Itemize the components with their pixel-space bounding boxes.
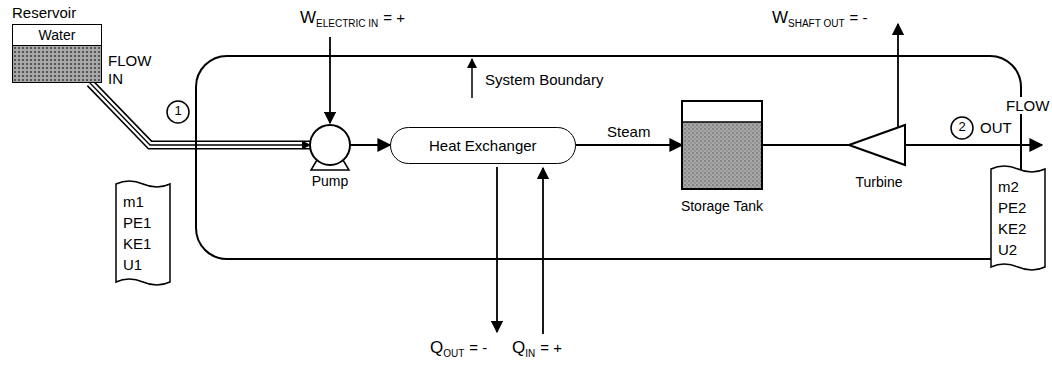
pipe-inner [90, 83, 310, 145]
pump-circle [310, 125, 350, 165]
flow-connector [762, 145, 849, 146]
boundary-node: System BoundaryPump Heat ExchangerStorage… [195, 55, 1022, 260]
scroll-node: m1 PE1 KE1 U1 [115, 178, 171, 288]
tank-node: Storage Tank [672, 100, 772, 214]
annotation-label: = - [469, 339, 487, 356]
connector-line [762, 144, 849, 146]
turbine-symbol [848, 120, 910, 170]
pipe-outer [90, 83, 310, 145]
tank-label: Storage Tank [672, 198, 772, 214]
annotation-label: = + [540, 339, 562, 356]
connector-line [350, 144, 390, 146]
reservoir-tank: Water [12, 24, 102, 83]
liquid-surface [682, 121, 762, 123]
label-group: OUT [980, 119, 1012, 137]
water-fill [13, 46, 101, 82]
annotation-label: Q [512, 338, 525, 358]
pump-label: Pump [305, 173, 355, 189]
annotation-label: = - [850, 9, 868, 26]
label-group: WSHAFT OUT = - [772, 8, 867, 29]
label-group: FLOW [1004, 97, 1051, 115]
heat-in-arrow [542, 168, 544, 334]
label-group: WELECTRIC IN = + [300, 8, 405, 29]
annotation-label: ELECTRIC IN [316, 18, 378, 29]
connector-line [576, 144, 682, 146]
flow-connector [350, 145, 390, 146]
label-group: QIN = + [512, 338, 562, 359]
annotation-label: SHAFT OUT [788, 18, 844, 29]
boundary-label: System Boundary [485, 71, 603, 88]
turbine-outline [849, 125, 905, 165]
scroll-shape [991, 166, 1045, 270]
tank-symbol [672, 100, 772, 192]
annotation-label: = + [383, 9, 405, 26]
connector-label: Steam [605, 123, 652, 140]
heat-out-arrow [496, 167, 498, 332]
mass-energy-list: m2 PE2 KE2 U2 [998, 176, 1040, 260]
boundary-pointer [471, 59, 473, 98]
label-group: QOUT = - [430, 338, 487, 359]
annotation-label: IN [525, 348, 535, 359]
label-group: FLOW IN [108, 52, 148, 88]
turbine-label: Turbine [848, 174, 910, 190]
reservoir-content-label: Water [13, 25, 101, 46]
callout-number: 1 [167, 103, 189, 118]
scroll-shape [116, 181, 170, 285]
callout-circle [951, 117, 973, 139]
annotation-label: FLOW IN [108, 52, 148, 88]
flow-connector [90, 83, 310, 145]
shaft-work-arrow [897, 24, 899, 129]
label-group: 1 [167, 103, 189, 118]
hx-node: Heat Exchanger [390, 127, 576, 164]
tank-liquid [683, 122, 761, 188]
annotation-label: W [300, 8, 316, 28]
annotation-label: OUT [980, 119, 1012, 136]
label-group: 2 [951, 119, 973, 134]
scroll-node: m2 PE2 KE2 U2 [990, 163, 1046, 273]
annotation-label: OUT [443, 348, 464, 359]
pump-node: Pump [305, 123, 355, 189]
process-label: Heat Exchanger [429, 137, 537, 154]
reservoir-heading: Reservoir [12, 4, 102, 21]
electric-work-arrow [329, 37, 331, 123]
flow-connector [576, 145, 682, 146]
annotation-label: Q [430, 338, 443, 358]
annotation-label: W [772, 8, 788, 28]
mass-energy-list: m1 PE1 KE1 U1 [123, 191, 165, 275]
connector-line [90, 83, 310, 145]
annotation-label: FLOW [1004, 97, 1051, 114]
tank-outline [682, 101, 762, 189]
reservoir-node: ReservoirWater [12, 4, 102, 83]
pump-symbol [305, 123, 355, 171]
turbine-node: Turbine [848, 120, 910, 190]
callout-circle [167, 101, 189, 123]
callout-number: 2 [951, 119, 973, 134]
